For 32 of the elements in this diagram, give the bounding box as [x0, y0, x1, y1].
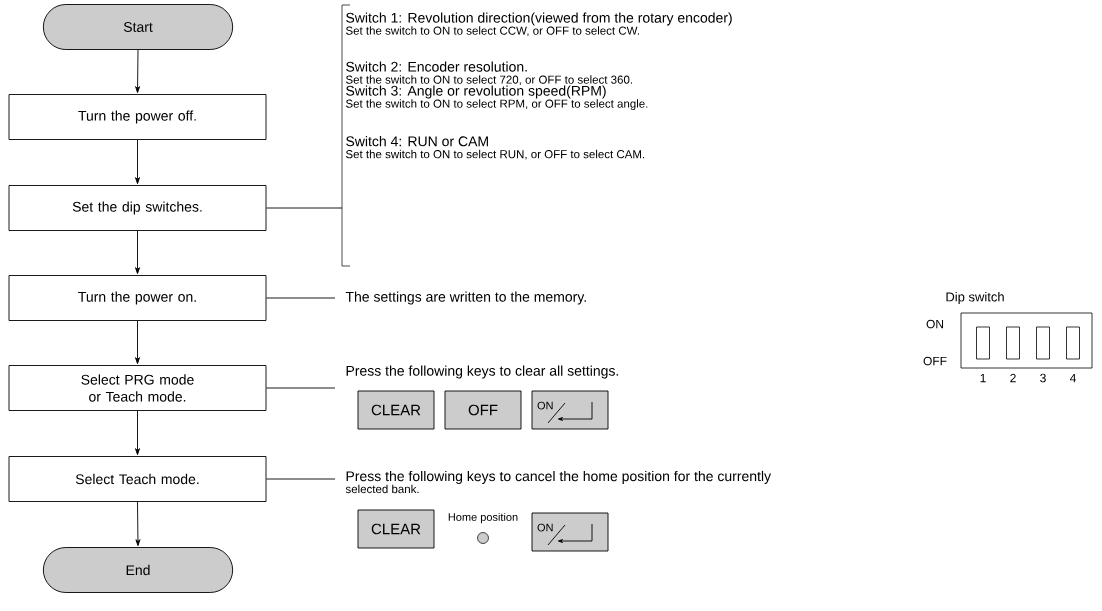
process-box: Select Teach mode.: [8, 456, 267, 502]
label-text: Home position: [448, 512, 518, 524]
switch-description: Switch 1: Revolution direction(viewed from the rotary encoder) Set the switch to ON to select CCW, or OFF to select CW. Switch 2: Encoder resolution. Set the switch to ON to select 720, or OFF to select 360. Switch 3: Angle or revolution speed(RPM) Set the switch to ON to select RPM, or OFF to select angle. Switch 4: RUN or CAM Set the switch to ON to select RUN, or OFF to select CAM.: [345, 12, 732, 160]
arrow: [135, 501, 141, 547]
key-button: ON: [531, 390, 609, 430]
leader-line: [266, 387, 336, 389]
label-text: OFF: [923, 356, 947, 366]
label-text: 3: [1040, 373, 1046, 383]
arrow: [135, 139, 140, 185]
label-text: 4: [1069, 373, 1076, 383]
leader-line: [266, 297, 336, 299]
process-box: Select PRG mode or Teach mode.: [8, 365, 267, 411]
label-text: Dip switch: [946, 291, 1004, 305]
arrow: [135, 320, 140, 365]
key-button: CLEAR: [357, 390, 435, 430]
label-text: 1: [980, 373, 986, 383]
key-button: CLEAR: [357, 509, 435, 549]
note-text: Press the following keys to clear all settings.: [346, 365, 619, 379]
arrow: [135, 230, 140, 275]
key-button: ON: [531, 512, 609, 552]
leader-line: [266, 207, 343, 209]
leader-line: [266, 478, 336, 480]
key-button: OFF: [444, 390, 522, 430]
arrow: [135, 410, 140, 456]
note-text: Press the following keys to cancel the home position for the currently selected bank.: [345, 470, 772, 494]
label-text: ON: [926, 319, 944, 329]
arrow: [135, 49, 141, 94]
label-text: 2: [1010, 373, 1016, 383]
process-box: Set the dip switches.: [8, 185, 267, 231]
process-box: Turn the power off.: [8, 94, 267, 140]
process-box: Turn the power on.: [8, 275, 267, 321]
note-text: The settings are written to the memory.: [345, 291, 586, 305]
